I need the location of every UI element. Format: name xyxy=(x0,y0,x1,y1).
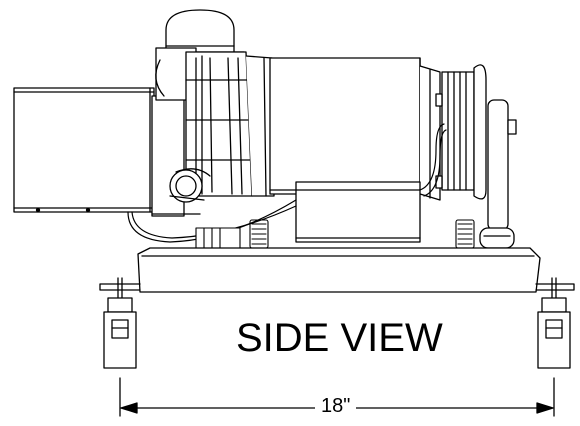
right-foot-mount xyxy=(538,278,570,368)
pulley xyxy=(436,65,486,199)
left-foot-mount xyxy=(104,278,136,368)
view-title: SIDE VIEW xyxy=(236,316,443,360)
fan-housing xyxy=(186,52,252,196)
control-box xyxy=(14,88,154,212)
fan-hub xyxy=(170,169,210,202)
base-plate xyxy=(100,248,574,292)
capacitor-cap xyxy=(158,10,244,52)
mounting-bracket xyxy=(152,48,200,216)
dimension-label: 18" xyxy=(315,396,357,416)
wiring xyxy=(128,124,446,242)
motor-body xyxy=(270,58,420,194)
run-capacitor xyxy=(296,182,420,242)
bearing-post xyxy=(480,100,516,248)
